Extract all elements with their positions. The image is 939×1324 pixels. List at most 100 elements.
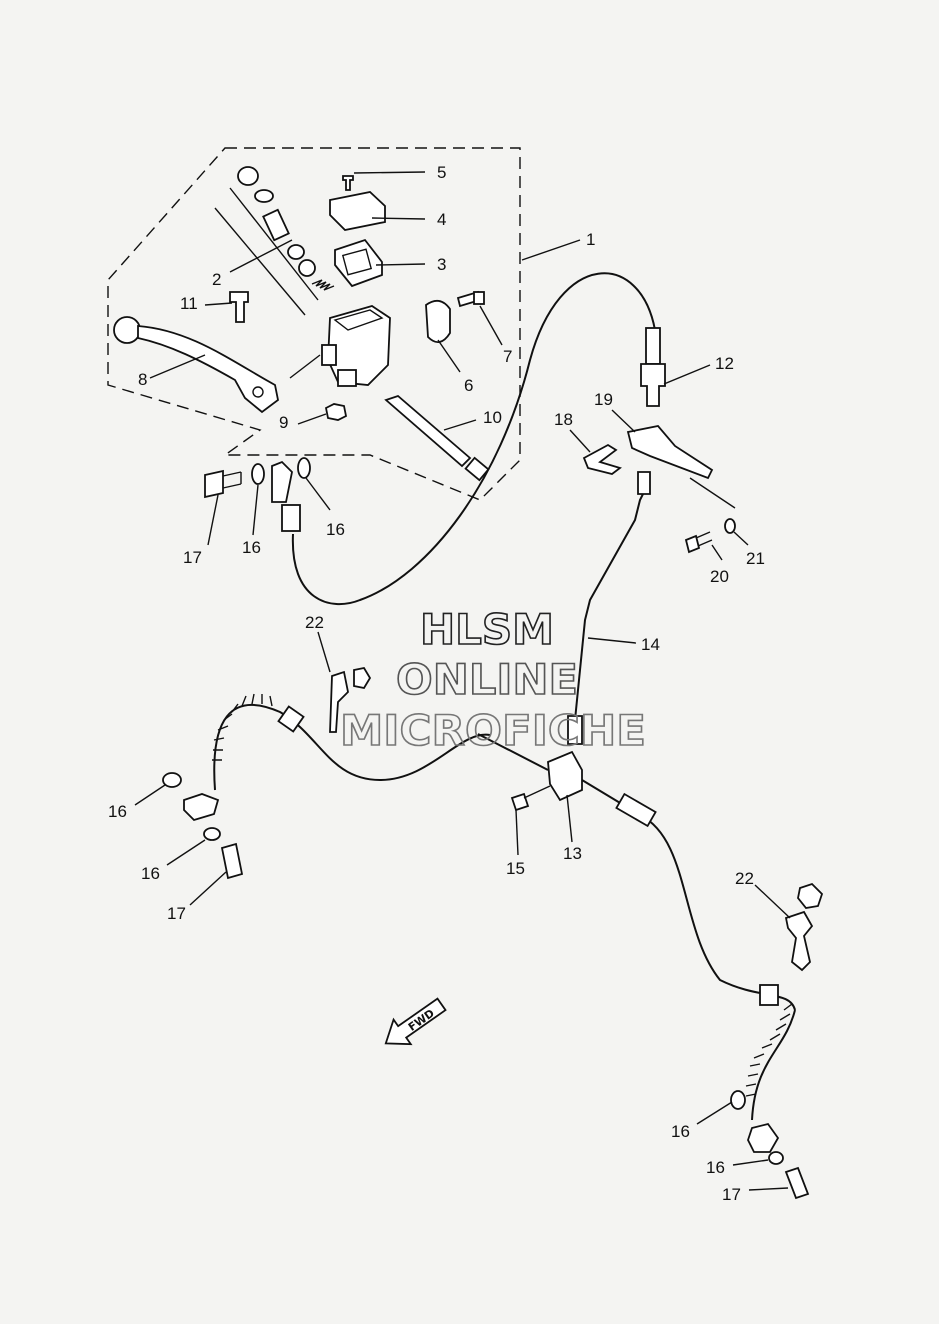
callout-22-a: 22 (305, 613, 324, 632)
assembly-boundary (107, 147, 521, 501)
circlip (254, 189, 274, 203)
clamp-nut-22b (797, 882, 824, 909)
callout-labels: 1 2 3 4 5 6 7 8 9 10 11 12 13 14 15 16 1… (108, 163, 765, 1204)
washer-21 (724, 518, 736, 534)
callout-13: 13 (563, 844, 582, 863)
callout-5: 5 (437, 163, 446, 182)
callout-17-c: 17 (722, 1185, 741, 1204)
kit-line (214, 187, 319, 316)
union-bolt-group-top (204, 457, 311, 532)
pipe-fitting-bottom (567, 715, 583, 745)
forward-arrow-shape (384, 997, 447, 1046)
cylinder-lower (337, 369, 357, 387)
callout-7: 7 (503, 347, 512, 366)
callout-17-b: 17 (167, 904, 186, 923)
lower-right-hose-tail (751, 1009, 796, 1121)
hose-clamp-22a (329, 670, 349, 733)
callout-19: 19 (594, 390, 613, 409)
brake-switch (384, 394, 472, 468)
callout-16-c: 16 (108, 802, 127, 821)
banjo-fitting-right (747, 1122, 780, 1153)
union-bolt-17c (784, 1166, 810, 1200)
washer-16b (297, 457, 311, 479)
callout-11: 11 (180, 294, 198, 313)
washer-16a (251, 463, 265, 485)
lever-ball (113, 316, 141, 344)
callout-18: 18 (554, 410, 573, 429)
callout-1: 1 (586, 230, 595, 249)
holder-bolt-head (473, 291, 485, 305)
callout-14: 14 (641, 635, 660, 654)
cup (287, 244, 305, 260)
watermark-line3: MICROFICHE (340, 706, 646, 755)
callout-12: 12 (715, 354, 734, 373)
washer-16e (730, 1090, 746, 1110)
cap-screw (342, 175, 354, 191)
callout-10: 10 (483, 408, 502, 427)
holder-clamp (425, 299, 451, 343)
switch-connector (464, 456, 490, 482)
hose-fitting-12 (640, 363, 666, 407)
bolt-15-line (523, 785, 551, 799)
leader-lines (134, 171, 791, 1191)
callout-20: 20 (710, 567, 729, 586)
reservoir-cap (329, 191, 386, 231)
hose-collar-right-upper (615, 792, 657, 828)
callout-22-b: 22 (735, 869, 754, 888)
washer-16d (203, 827, 221, 841)
lever-hole (252, 386, 264, 398)
callout-21: 21 (746, 549, 765, 568)
hose-union-12 (645, 327, 661, 365)
callout-17-a: 17 (183, 548, 202, 567)
forward-arrow: FWD (384, 997, 447, 1046)
washer-16f (768, 1151, 784, 1165)
pipe-fitting-top (637, 471, 651, 495)
callout-4: 4 (437, 210, 446, 229)
bracket-line (689, 477, 736, 509)
clip-18 (582, 443, 622, 475)
callout-8: 8 (138, 370, 147, 389)
callout-9: 9 (279, 413, 288, 432)
lower-left-hose-coil (212, 693, 273, 761)
brake-hose-joint (547, 750, 583, 802)
hose-collar-top (281, 504, 301, 532)
clamp-nut-22a (353, 666, 372, 690)
callout-16-b: 16 (326, 520, 345, 539)
upper-brake-hose (291, 272, 656, 606)
lever-pin (229, 291, 249, 323)
banjo-fitting-left (183, 793, 220, 822)
watermark-line2: ONLINE (396, 655, 578, 704)
bolt-15 (510, 792, 530, 812)
bolt-20-thread (695, 531, 713, 547)
cylinder-mount (321, 344, 337, 366)
lower-right-hose-coil (745, 1003, 793, 1097)
master-cylinder-group (113, 166, 490, 482)
union-bolt-17b (220, 842, 244, 880)
spring (311, 279, 335, 291)
callout-2: 2 (212, 270, 221, 289)
callout-16-f: 16 (706, 1158, 725, 1177)
piston (262, 208, 290, 242)
diaphragm (334, 238, 383, 288)
callout-16-e: 16 (671, 1122, 690, 1141)
callout-16-a: 16 (242, 538, 261, 557)
dust-boot (237, 166, 259, 186)
callout-16-d: 16 (141, 864, 160, 883)
union-bolt-17a-thread (222, 471, 242, 489)
callout-3: 3 (437, 255, 446, 274)
watermark-line1: HLSM (420, 605, 554, 654)
lever-nut (324, 403, 348, 421)
cup2 (298, 259, 316, 277)
callout-6: 6 (464, 376, 473, 395)
hose-collar-right-lower (759, 984, 779, 1006)
diaphragm-inner (341, 248, 373, 276)
bracket-19 (626, 425, 714, 480)
hose-clamp-22b (784, 910, 814, 972)
banjo-fitting-top (271, 460, 293, 503)
bolt-20 (684, 534, 701, 554)
watermark: HLSM ONLINE MICROFICHE (339, 604, 647, 756)
union-bolt-17a (204, 469, 224, 499)
cylinder-top (333, 309, 384, 331)
brake-pipe (574, 489, 646, 721)
